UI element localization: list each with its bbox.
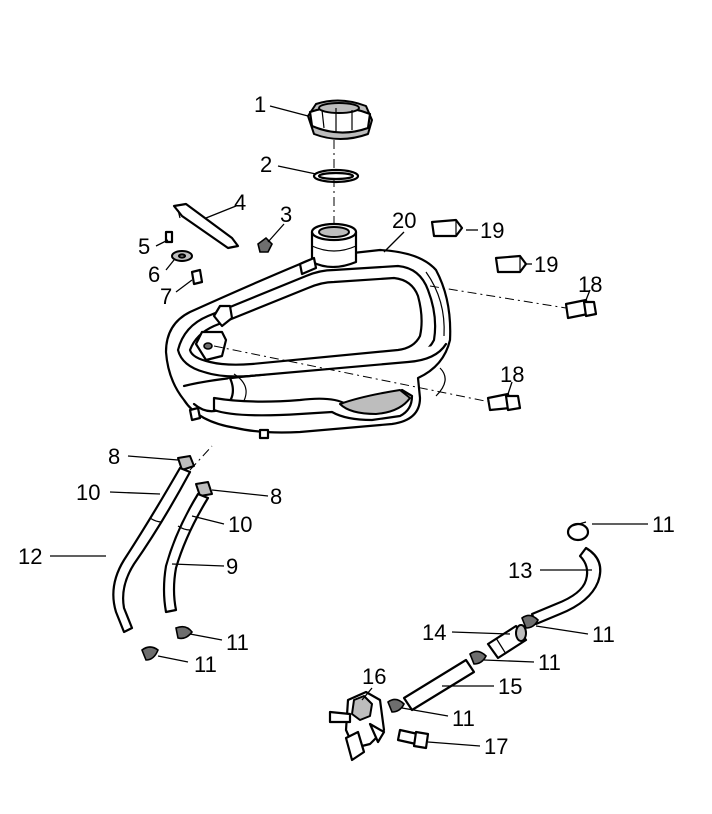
callout-11e: 11 — [538, 650, 561, 675]
breather-bracket — [172, 202, 240, 250]
callout-7: 7 — [160, 284, 172, 309]
cap-gasket — [312, 168, 360, 184]
callout-14: 14 — [422, 620, 446, 645]
callout-5: 5 — [138, 234, 150, 259]
callout-18a: 18 — [578, 272, 602, 297]
callout-11b: 11 — [194, 652, 217, 677]
callout-8a: 8 — [108, 444, 120, 469]
left-hose-group — [112, 455, 213, 661]
callout-3: 3 — [280, 202, 292, 227]
callout-11d: 11 — [592, 622, 615, 647]
fuel-cap — [307, 99, 373, 140]
callout-10b: 10 — [228, 512, 252, 537]
callout-11f: 11 — [452, 706, 475, 731]
callout-numbers: 1 2 4 3 5 6 7 20 19 19 18 18 8 10 8 10 1… — [18, 92, 675, 759]
fuel-line-group — [328, 521, 602, 762]
mounting-bolts — [486, 298, 598, 412]
callout-17: 17 — [484, 734, 508, 759]
fuel-tank — [164, 222, 452, 440]
bolt-washer-bushing — [164, 230, 204, 286]
callout-1: 1 — [254, 92, 266, 117]
callout-13: 13 — [508, 558, 532, 583]
callout-8b: 8 — [270, 484, 282, 509]
callout-20: 20 — [392, 208, 416, 233]
callout-18b: 18 — [500, 362, 524, 387]
callout-19b: 19 — [534, 252, 558, 277]
callout-4: 4 — [234, 190, 246, 215]
callout-16: 16 — [362, 664, 386, 689]
callout-11c: 11 — [652, 512, 675, 537]
callout-15: 15 — [498, 674, 522, 699]
leader-lines — [50, 105, 648, 747]
callout-6: 6 — [148, 262, 160, 287]
callout-9: 9 — [226, 554, 238, 579]
callout-2: 2 — [260, 152, 272, 177]
axis-line-lower — [213, 345, 491, 403]
callout-10a: 10 — [76, 480, 100, 505]
axis-line-upper — [429, 285, 567, 309]
callout-12: 12 — [18, 544, 42, 569]
rubber-pads — [430, 218, 528, 274]
callout-11a: 11 — [226, 630, 249, 655]
callout-19a: 19 — [480, 218, 504, 243]
